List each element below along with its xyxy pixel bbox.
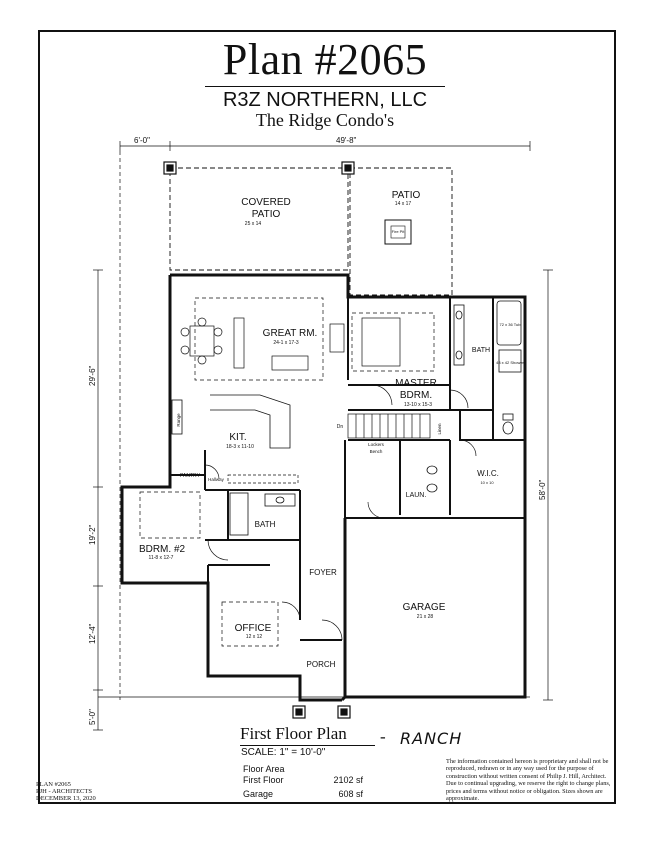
great-room-size: 24-1 x 17-3: [273, 340, 299, 346]
exterior-walls: [120, 273, 527, 702]
pantry-label: PANTRY: [180, 473, 200, 479]
fixtures: [171, 300, 522, 536]
covered-patio-label-1: COVERED: [241, 197, 290, 208]
dim-left-upper: 29'-6": [88, 365, 97, 386]
credit-plan: PLAN #2065: [36, 781, 71, 788]
kitchen-size: 18-3 x 11-10: [226, 444, 254, 450]
fire-pit: [384, 219, 412, 245]
garage-label: GARAGE: [403, 602, 446, 613]
wic-size: 10 x 10: [480, 480, 494, 485]
wic-label: W.I.C.: [477, 469, 499, 478]
covered-patio-label-2: PATIO: [252, 209, 281, 220]
bench-label: Bench: [370, 449, 383, 454]
patio-outlines: [169, 167, 453, 296]
kitchen-label: KIT.: [229, 432, 246, 443]
credit-date: DECEMBER 13, 2020: [36, 795, 96, 802]
dim-left-middle: 19'-2": [88, 524, 97, 545]
scale-note: SCALE: 1" = 10'-0": [241, 747, 326, 758]
dim-top-overall: 49'-8": [336, 136, 357, 145]
plan-title-underline: [240, 745, 375, 746]
company-name: R3Z NORTHERN, LLC: [222, 89, 428, 111]
plan-title: First Floor Plan: [240, 724, 347, 743]
first-floor-label: First Floor: [243, 775, 284, 785]
range-label: Range: [176, 413, 181, 427]
floor-area-heading: Floor Area: [243, 764, 285, 774]
patio-label: PATIO: [392, 190, 421, 201]
dim-left-lower: 12'-4": [88, 623, 97, 644]
garage-size: 21 x 28: [417, 614, 434, 620]
lockers-label: Lockers: [368, 442, 385, 447]
bedroom2-size: 11-8 x 12-7: [149, 555, 174, 561]
stairs: [347, 413, 431, 439]
hallway-label: Hallway: [208, 477, 225, 482]
master-bedroom-size: 13-10 x 15-3: [404, 402, 432, 408]
foyer-label: FOYER: [309, 568, 337, 577]
covered-patio-size: 25 x 14: [245, 221, 262, 227]
office-label: OFFICE: [235, 623, 272, 634]
patio-size: 14 x 17: [395, 201, 412, 207]
dim-left-bottom: 5'-0": [88, 709, 97, 725]
fire-pit-label: Fire Pit: [392, 229, 406, 234]
master-bath-label: BATH: [472, 347, 490, 354]
door-swings: [204, 384, 477, 641]
dimension-lines: [93, 141, 553, 731]
floor-area-table: Floor Area First Floor 2102 sf Garage 60…: [243, 764, 363, 801]
master-bedroom-label-1: MASTER: [395, 378, 437, 389]
disclaimer-text: The information contained hereon is prop…: [446, 758, 611, 803]
master-bedroom-label-2: BDRM.: [400, 390, 432, 401]
interior-walls: [170, 297, 525, 641]
handwritten-ranch-note: RANCH: [400, 729, 463, 748]
linen-label: Linen: [437, 423, 442, 435]
bath2-label: BATH: [255, 520, 276, 529]
first-floor-row: First Floor 2102 sf: [243, 775, 363, 787]
garage-area-value: 608 sf: [338, 789, 363, 799]
sheet-border: [38, 30, 616, 804]
office-size: 12 x 12: [246, 634, 263, 640]
master-tub-label: 72 x 36 Tub: [500, 322, 522, 327]
garage-row: Garage 608 sf: [243, 789, 363, 801]
great-room-label: GREAT RM.: [263, 328, 318, 339]
dim-right-overall: 58'-0": [538, 479, 547, 500]
furniture: [139, 297, 435, 647]
laundry-label: LAUN.: [406, 492, 427, 499]
project-name: The Ridge Condo's: [255, 110, 395, 130]
title-underline: [205, 86, 445, 87]
credit-block: PLAN #2065 PJH - ARCHITECTS DECEMBER 13,…: [36, 781, 96, 802]
porch-label: PORCH: [307, 660, 336, 669]
garage-area-label: Garage: [243, 789, 274, 799]
posts: [163, 161, 355, 719]
dim-top-left: 6'-0": [134, 136, 150, 145]
plan-title-dash: -: [380, 727, 386, 746]
down-label: Dn: [337, 424, 344, 430]
plan-number-title: Plan #2065: [222, 35, 428, 84]
credit-architect: PJH - ARCHITECTS: [36, 788, 92, 795]
master-shower-label: 48 x 42 Shower: [496, 360, 524, 365]
first-floor-value: 2102 sf: [333, 775, 363, 785]
bedroom2-label: BDRM. #2: [139, 544, 186, 555]
